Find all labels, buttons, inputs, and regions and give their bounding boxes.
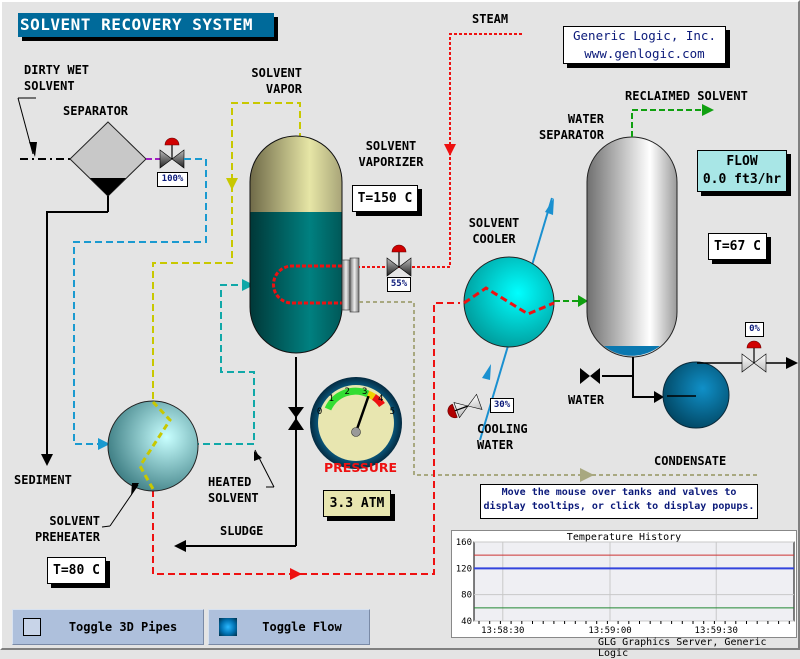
label-line: HEATED [208, 475, 252, 489]
label-line: SOLVENT [208, 491, 259, 505]
logo-line1: Generic Logic, Inc. [573, 28, 716, 43]
preheater-temperature[interactable]: T=80 C [47, 557, 106, 584]
label-line: SOLVENT [251, 66, 302, 80]
flow-readout[interactable]: FLOW 0.0 ft3/hr [697, 150, 787, 192]
solvent-vaporizer-tank[interactable] [249, 135, 343, 354]
flow-indicator-icon [219, 618, 237, 636]
flow-value: 0.0 ft3/hr [702, 172, 782, 187]
chart-title: Temperature History [567, 532, 681, 543]
water-drain-valve[interactable] [580, 368, 600, 384]
solvent-preheater[interactable] [107, 400, 199, 492]
condensate-tank[interactable] [662, 361, 730, 429]
label-cooling-water: COOLING WATER [477, 421, 528, 453]
label-line: SOLVENT [468, 216, 520, 230]
label-line: SOLVENT [24, 79, 75, 93]
help-line1: Move the mouse over tanks and valves to [501, 487, 737, 498]
condensate-valve-percent[interactable]: 0% [745, 322, 764, 337]
cooling-valve-percent[interactable]: 30% [490, 398, 514, 413]
label-pressure: PRESSURE [324, 460, 398, 475]
reclaimed-solvent-pipe [631, 109, 702, 137]
label-steam: STEAM [472, 12, 509, 26]
chart-svg: Temperature History 40 80 120 160 13:58:30 13:… [456, 532, 795, 636]
toggle-3d-pipes-label: Toggle 3D Pipes [68, 620, 178, 634]
chart-xtick-label: 13:58:30 [481, 626, 524, 636]
chart-plot-area [473, 541, 795, 622]
gauge-tick-label: 1 [329, 394, 334, 404]
gauge-tick-label: 2 [345, 387, 350, 397]
label-line: VAPORIZER [358, 155, 424, 169]
label-line: WATER [477, 438, 514, 452]
label-sediment: SEDIMENT [14, 473, 72, 487]
company-logo[interactable]: Generic Logic, Inc. www.genlogic.com [563, 26, 726, 64]
label-water-separator: WATER SEPARATOR [522, 111, 604, 143]
toggle-flow-label: Toggle Flow [262, 620, 342, 634]
label-line: SEPARATOR [538, 128, 604, 142]
pressure-readout[interactable]: 3.3 ATM [323, 490, 391, 517]
heated-solvent-pipe [192, 284, 255, 445]
chart-xtick-label: 13:59:30 [695, 626, 738, 636]
label-line: WATER [567, 112, 604, 126]
gauge-tick-label: 4 [378, 394, 383, 404]
label-line: SOLVENT [365, 139, 417, 153]
separator-temperature[interactable]: T=67 C [708, 233, 767, 260]
label-solvent-preheater: SOLVENT PREHEATER [28, 513, 100, 545]
sediment-pipe [46, 211, 108, 460]
chart-ytick-label: 40 [461, 617, 472, 627]
temperature-history-chart[interactable]: Temperature History 40 80 120 160 13:58:30 13:… [451, 530, 797, 638]
label-heated-solvent: HEATED SOLVENT [208, 474, 259, 506]
separator-valve[interactable] [159, 137, 185, 169]
gauge-tick-label: 5 [390, 407, 395, 417]
label-line: COOLER [472, 232, 516, 246]
dirty-solvent-pipe [73, 158, 207, 445]
gauge-tick-label: 3 [362, 387, 367, 397]
label-solvent-cooler: SOLVENT COOLER [464, 215, 524, 247]
label-sludge: SLUDGE [220, 524, 264, 538]
steam-valve[interactable] [386, 244, 412, 277]
pressure-gauge[interactable]: 01 2 3 45 [310, 377, 402, 469]
solvent-cooler[interactable] [463, 256, 555, 348]
help-message: Move the mouse over tanks and valves to … [480, 484, 758, 519]
toggle-3d-pipes-button[interactable]: Toggle 3D Pipes [12, 609, 204, 645]
label-separator: SEPARATOR [63, 104, 129, 118]
dirty-solvent-inlet-pipe [17, 97, 70, 160]
toggle-flow-button[interactable]: Toggle Flow [208, 609, 370, 645]
label-line: DIRTY WET [24, 63, 90, 77]
chart-ytick-label: 80 [461, 591, 472, 601]
flow-title: FLOW [726, 154, 758, 169]
label-solvent-vaporizer: SOLVENT VAPORIZER [353, 138, 429, 170]
cooling-water-valve[interactable] [446, 393, 483, 420]
chart-ytick-label: 160 [456, 538, 472, 548]
heater-flange [341, 259, 351, 311]
condensate-valve[interactable] [741, 340, 767, 373]
steam-valve-percent[interactable]: 55% [387, 277, 411, 292]
footer-credit: GLG Graphics Server, Generic Logic [598, 637, 767, 659]
logo-line2: www.genlogic.com [584, 46, 705, 61]
separator-tank[interactable] [69, 121, 147, 197]
solvent-vapor-pipe [152, 102, 301, 402]
chart-ytick-label: 120 [456, 564, 472, 574]
label-line: PREHEATER [34, 530, 100, 544]
label-solvent-vapor: SOLVENT VAPOR [242, 65, 302, 97]
checkbox-icon [23, 618, 41, 636]
help-line2: display tooltips, or click to display po… [483, 501, 755, 512]
label-line: SOLVENT [49, 514, 100, 528]
steam-return-pipe [152, 302, 460, 575]
gauge-needle [354, 395, 370, 433]
label-dirty-wet-solvent: DIRTY WET SOLVENT [24, 62, 89, 94]
label-water: WATER [568, 393, 605, 407]
label-line: VAPOR [265, 82, 302, 96]
label-condensate: CONDENSATE [654, 454, 727, 468]
gauge-tick-label: 0 [317, 407, 322, 417]
chart-xtick-label: 13:59:00 [588, 626, 631, 636]
separator-valve-percent[interactable]: 100% [157, 172, 188, 187]
vaporizer-temperature[interactable]: T=150 C [352, 185, 418, 212]
water-separator-tank[interactable] [586, 136, 678, 358]
label-reclaimed-solvent: RECLAIMED SOLVENT [625, 89, 748, 103]
sludge-valve[interactable] [288, 407, 304, 430]
app-title: SOLVENT RECOVERY SYSTEM [18, 13, 274, 37]
label-line: COOLING [477, 422, 528, 436]
